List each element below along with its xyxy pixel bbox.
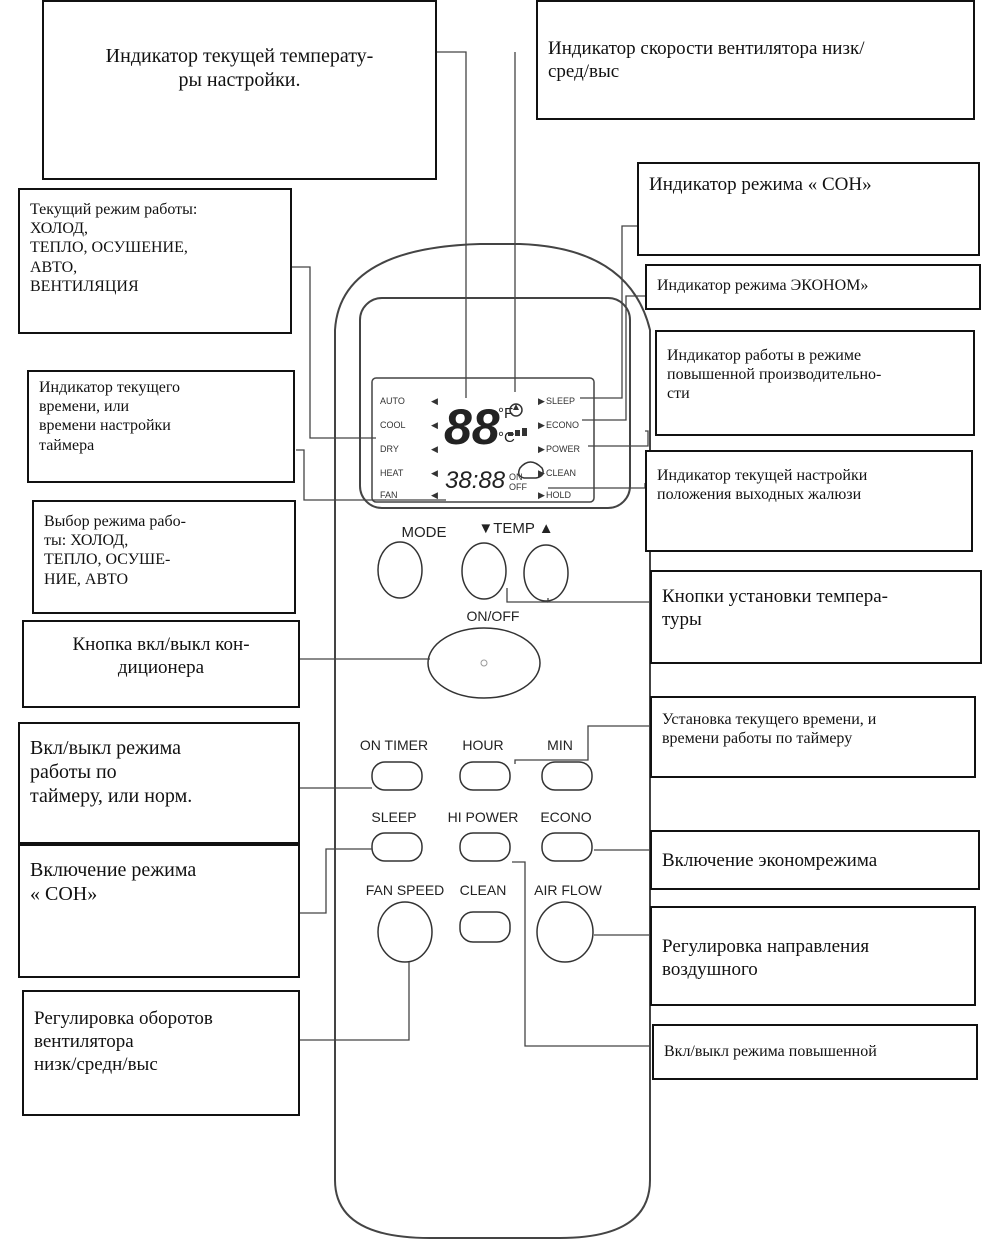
on-timer-label: ON TIMER [360,737,428,753]
callout-hipower-toggle: Вкл/выкл режима повышенной [652,1024,978,1080]
power-dot-icon [480,659,488,667]
callout-fan-rpm: Регулировка оборотов вентилятора низк/ср… [22,990,300,1116]
on-timer-button[interactable] [371,761,423,791]
lcd-unit-c: °C [498,429,515,446]
lcd-arrow-icon: ◀ [431,396,438,406]
callout-louver-indicator: Индикатор текущей настройки положения вы… [645,450,973,552]
fan-speed-label: FAN SPEED [366,882,445,898]
temp-up-button[interactable] [523,544,569,602]
callout-clock-set: Установка текущего времени, и времени ра… [650,696,976,778]
callout-econo-indicator: Индикатор режима ЭКОНОМ» [645,264,981,310]
callout-power-button: Кнопка вкл/выкл кон- диционера [22,620,300,708]
clean-label: CLEAN [460,882,507,898]
callout-hipower-indicator: Индикатор работы в режиме повышенной про… [655,330,975,436]
lcd-arrow-icon: ◀ [431,468,438,478]
callout-time-indicator: Индикатор текущего времени, или времени … [27,370,295,483]
econo-label: ECONO [540,809,591,825]
callout-set-temp: Индикатор текущей температу- ры настройк… [42,0,437,180]
callout-mode-select: Выбор режима рабо- ты: ХОЛОД, ТЕПЛО, ОСУ… [32,500,296,614]
fan-speed-button[interactable] [377,901,433,963]
fan-speed-icon [508,403,527,436]
callout-timer-toggle: Вкл/выкл режима работы по таймеру, или н… [18,722,300,844]
air-flow-button[interactable] [536,901,594,963]
hour-button[interactable] [459,761,511,791]
on-off-button[interactable] [427,627,541,699]
lcd-arrow-icon: ▶ [538,468,545,478]
sleep-label: SLEEP [371,809,416,825]
min-button[interactable] [541,761,593,791]
lcd-on-label: ON [509,472,523,482]
lcd-function: POWER [546,444,581,454]
lcd-mode: HEAT [380,468,404,478]
lcd-mode-list: AUTO COOL DRY HEAT FAN ◀ ◀ ◀ ◀ ◀ [380,396,438,500]
callout-temp-buttons: Кнопки установки темпера- туры [650,570,982,664]
lcd-function: SLEEP [546,396,575,406]
lcd-mode: DRY [380,444,399,454]
lcd-temp-digits: 88 [444,399,500,455]
lcd-off-label: OFF [509,482,527,492]
min-label: MIN [547,737,573,753]
lcd-arrow-icon: ▶ [538,396,545,406]
mode-button[interactable] [377,541,423,599]
hi-power-button[interactable] [459,832,511,862]
leader-lines [292,51,650,1047]
callout-air-direction: Регулировка направления воздушного [650,906,976,1006]
lcd-arrow-icon: ▶ [538,420,545,430]
lcd-arrow-icon: ◀ [431,490,438,500]
lcd-mode: AUTO [380,396,405,406]
callout-fan-speed-indicator: Индикатор скорости вентилятора низк/ сре… [536,0,975,120]
mode-label: MODE [402,524,447,541]
air-flow-label: AIR FLOW [534,882,602,898]
lcd-mode: COOL [380,420,406,430]
lcd-function: CLEAN [546,468,576,478]
lcd-function-list: ▶ ▶ ▶ ▶ ▶ SLEEP ECONO POWER CLEAN HOLD [538,396,581,500]
on-off-label: ON/OFF [467,608,520,624]
lcd-screen [371,377,595,503]
temp-down-button[interactable] [461,542,507,600]
lcd-function: HOLD [546,490,572,500]
lcd-arrow-icon: ▶ [538,490,545,500]
callout-sleep-indicator: Индикатор режима « СОН» [637,162,980,256]
temp-label: ▼TEMP ▲ [478,520,553,537]
lcd-mode: FAN [380,490,398,500]
lcd-arrow-icon: ◀ [431,444,438,454]
louver-icon [517,461,544,479]
hour-label: HOUR [462,737,503,753]
callout-sleep-on: Включение режима « СОН» [18,844,300,978]
lcd-arrow-icon: ◀ [431,420,438,430]
lcd-function: ECONO [546,420,579,430]
econo-button[interactable] [541,832,593,862]
sleep-button[interactable] [371,832,423,862]
hi-power-label: HI POWER [448,809,519,825]
lcd-time-digits: 38:88 [445,467,506,494]
lcd-arrow-icon: ▶ [538,444,545,454]
clean-button[interactable] [459,911,511,943]
callout-econo-on: Включение экономрежима [650,830,980,890]
callout-current-mode: Текущий режим работы: ХОЛОД, ТЕПЛО, ОСУШ… [18,188,292,334]
